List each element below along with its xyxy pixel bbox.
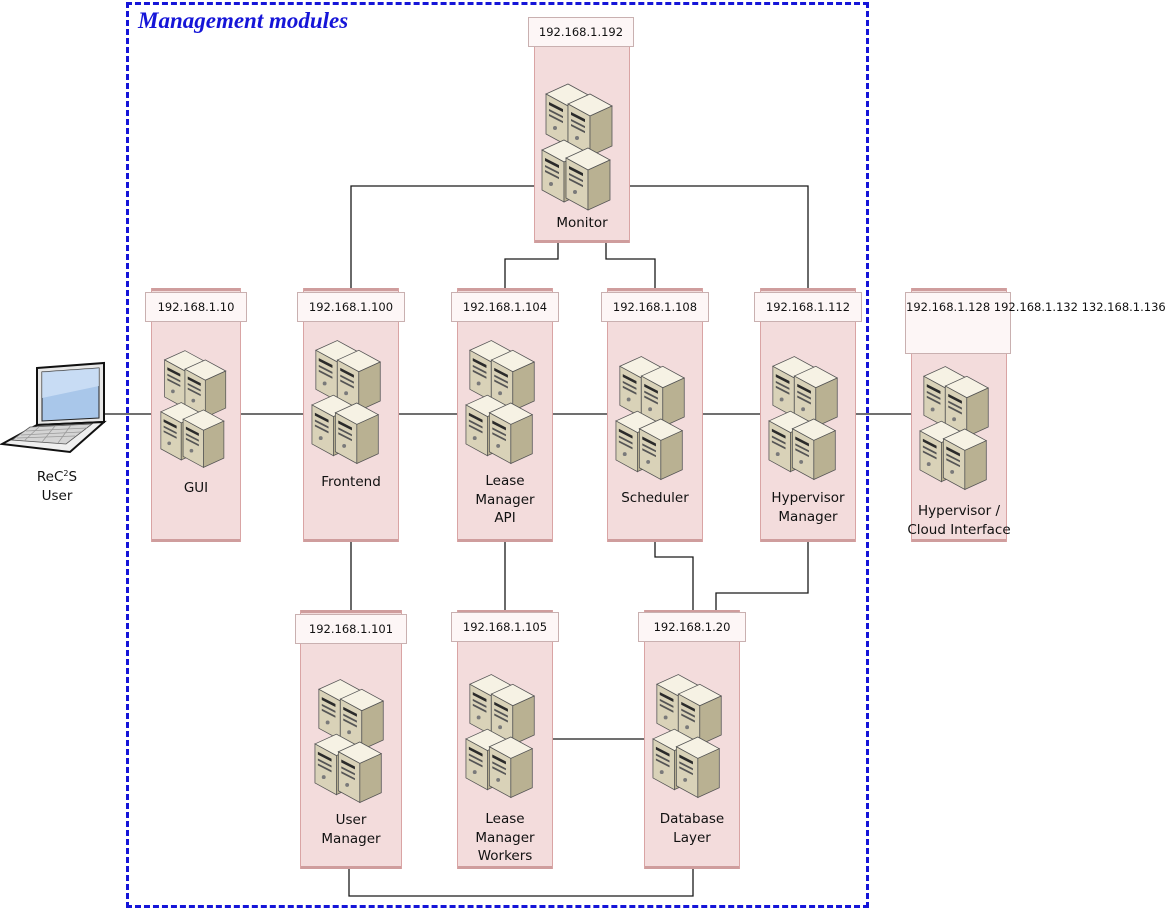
node-label: GUI <box>183 480 209 496</box>
ip-label: 192.168.1.10 <box>145 292 247 322</box>
ip-label: 192.168.1.108 <box>601 292 709 322</box>
server-cluster-icon <box>314 679 385 804</box>
ip-label: 192.168.1.100 <box>297 292 405 322</box>
node-label: Monitor <box>556 215 608 231</box>
node-label: Hypervisor Manager <box>771 490 845 525</box>
ip-label: 192.168.1.105 <box>451 612 559 642</box>
node-label: Lease Manager API <box>475 473 535 526</box>
link-usermanager-database <box>348 869 694 897</box>
management-modules-boundary <box>126 2 869 908</box>
management-modules-title: Management modules <box>138 8 349 33</box>
ip-label: 192.168.1.112 <box>754 292 862 322</box>
node-label: Frontend <box>321 474 381 490</box>
node-label: User Manager <box>321 812 381 847</box>
server-cluster-icon <box>160 350 227 469</box>
node-label: Hypervisor / Cloud Interface <box>907 503 1011 538</box>
link-monitor-hypervisormgr <box>628 185 809 290</box>
link-frontend-monitor <box>350 185 534 290</box>
server-cluster-icon <box>465 674 536 799</box>
link-scheduler-database <box>654 541 694 610</box>
server-cluster-icon <box>919 366 990 491</box>
link-monitor-scheduler <box>605 243 656 290</box>
connections-layer <box>104 185 911 897</box>
ip-label: 192.168.1.128 192.168.1.132 132.168.1.13… <box>905 292 1166 354</box>
node-label: Lease Manager Workers <box>475 811 535 864</box>
ip-label: 192.168.1.101 <box>295 614 407 644</box>
server-cluster-icon <box>768 356 839 481</box>
server-cluster-icon <box>465 340 536 465</box>
ip-label: 192.168.1.20 <box>638 612 746 642</box>
ip-label: 192.168.1.104 <box>451 292 559 322</box>
node-label: Scheduler <box>621 490 689 506</box>
server-cluster-icon <box>311 340 382 465</box>
ip-label: 192.168.1.192 <box>528 17 634 47</box>
link-hypervisormgr-database <box>715 541 809 610</box>
link-monitor-leaseapi <box>504 243 559 290</box>
laptop-icon <box>0 361 107 454</box>
server-cluster-icon <box>615 356 686 481</box>
server-cluster-icon <box>541 83 613 211</box>
node-label: Database Layer <box>659 811 725 846</box>
server-cluster-icon <box>652 674 723 799</box>
